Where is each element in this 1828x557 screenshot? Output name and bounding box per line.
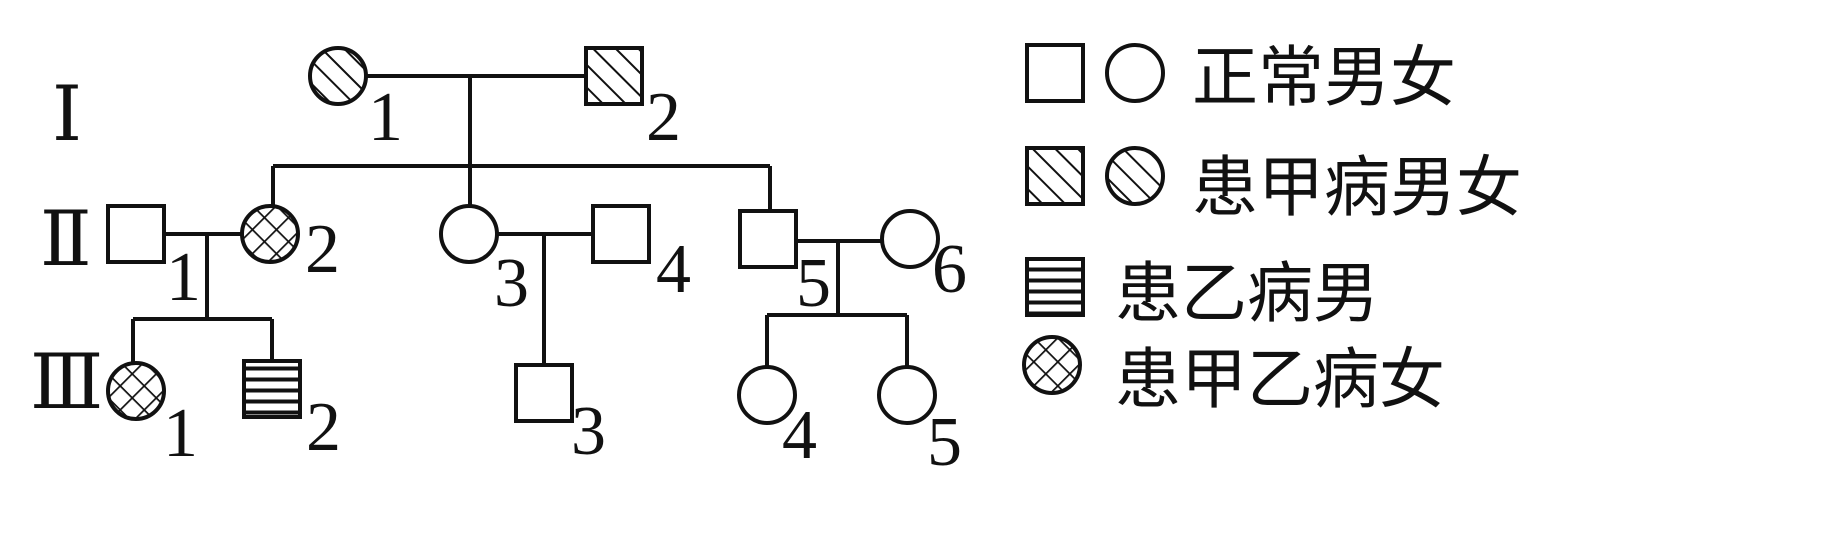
individual-III-4 <box>737 365 797 425</box>
individual-II-3 <box>439 204 499 264</box>
generation-label-1: Ⅰ <box>52 73 82 157</box>
individual-II-4 <box>591 204 651 264</box>
legend: 正常男女 患甲病男女 患乙病男 患甲乙病女 <box>1022 39 1522 418</box>
legend-text-jia: 患甲病男女 <box>1192 149 1522 226</box>
legend-female-jia-symbol <box>1105 146 1165 206</box>
individual-III-2 <box>242 359 302 419</box>
label-II-5: 5 <box>796 245 831 322</box>
label-II-6: 6 <box>932 231 967 308</box>
legend-text-normal: 正常男女 <box>1192 39 1456 116</box>
label-III-1: 1 <box>163 395 198 472</box>
label-III-3: 3 <box>571 393 606 470</box>
legend-male-normal-symbol <box>1025 43 1085 103</box>
label-III-5: 5 <box>927 404 962 481</box>
legend-male-jia-symbol <box>1025 146 1085 206</box>
label-III-2: 2 <box>306 389 341 466</box>
individual-II-5 <box>738 209 798 269</box>
generation-label-3: Ⅲ <box>30 341 103 425</box>
pedigree-lines <box>131 74 909 367</box>
individual-III-1 <box>106 361 166 421</box>
individual-III-3 <box>514 363 574 423</box>
legend-text-jiayi-female: 患甲乙病女 <box>1115 341 1445 418</box>
individual-II-2 <box>240 204 300 264</box>
individual-II-1 <box>106 204 166 264</box>
individual-III-5 <box>877 365 937 425</box>
label-II-1: 1 <box>166 239 201 316</box>
label-I-1: 1 <box>368 79 403 156</box>
generation-label-2: Ⅱ <box>40 198 92 282</box>
label-II-4: 4 <box>656 231 691 308</box>
label-III-4: 4 <box>782 397 817 474</box>
label-II-3: 3 <box>494 245 529 322</box>
legend-female-jiayi-symbol <box>1022 335 1082 395</box>
legend-female-normal-symbol <box>1105 43 1165 103</box>
label-II-2: 2 <box>305 211 340 288</box>
individual-I-1 <box>308 46 368 106</box>
individual-I-2 <box>584 46 644 106</box>
legend-male-yi-symbol <box>1025 257 1085 317</box>
individuals <box>106 46 940 425</box>
label-I-2: 2 <box>646 79 681 156</box>
legend-text-yi-male: 患乙病男 <box>1115 255 1379 332</box>
individual-II-6 <box>880 209 940 269</box>
